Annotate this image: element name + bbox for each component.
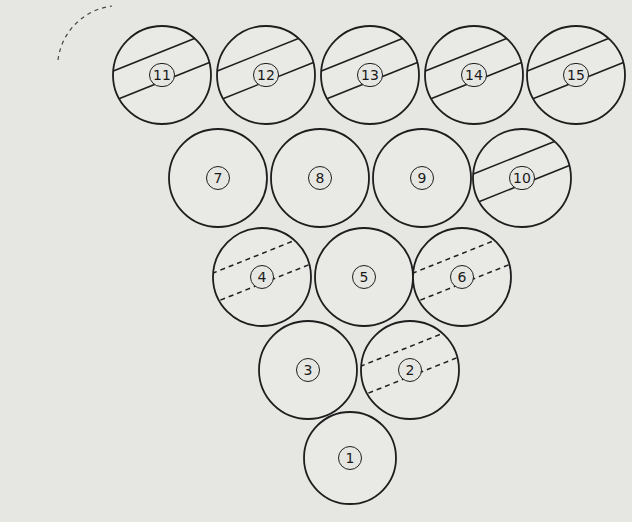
ball-number: 9 (410, 166, 434, 190)
dashed-arc (58, 6, 112, 60)
ball-number: 4 (250, 265, 274, 289)
ball-number: 3 (296, 358, 320, 382)
ball-number: 6 (450, 265, 474, 289)
ball-number: 10 (509, 166, 535, 190)
ball-number: 1 (338, 446, 362, 470)
ball-circle: 10 (472, 128, 572, 228)
stripe-line (212, 264, 312, 304)
stripe-line (360, 357, 460, 397)
ball-circle: 1 (303, 411, 397, 505)
ball-circle: 8 (270, 128, 370, 228)
ball-circle: 7 (168, 128, 268, 228)
ball-number: 7 (206, 166, 230, 190)
ball-number: 5 (352, 265, 376, 289)
ball-number: 12 (253, 63, 279, 87)
ball-circle: 13 (320, 25, 420, 125)
ball-circle: 15 (526, 25, 626, 125)
ball-circle: 9 (372, 128, 472, 228)
ball-circle: 6 (412, 227, 512, 327)
ball-number: 15 (563, 63, 589, 87)
stripe-line (412, 264, 512, 304)
ball-number: 13 (357, 63, 383, 87)
stripe-line (526, 62, 626, 102)
ball-circle: 14 (424, 25, 524, 125)
ball-circle: 2 (360, 320, 460, 420)
ball-circle: 3 (258, 320, 358, 420)
stripe-line (424, 62, 524, 102)
ball-circle: 12 (216, 25, 316, 125)
ball-circle: 11 (112, 25, 212, 125)
ball-circle: 4 (212, 227, 312, 327)
stripe-line (472, 165, 572, 205)
ball-circle: 5 (314, 227, 414, 327)
ball-number: 11 (149, 63, 175, 87)
ball-number: 14 (461, 63, 487, 87)
ball-number: 2 (398, 358, 422, 382)
ball-number: 8 (308, 166, 332, 190)
stripe-line (112, 62, 212, 102)
stripe-line (216, 62, 316, 102)
stripe-line (320, 62, 420, 102)
